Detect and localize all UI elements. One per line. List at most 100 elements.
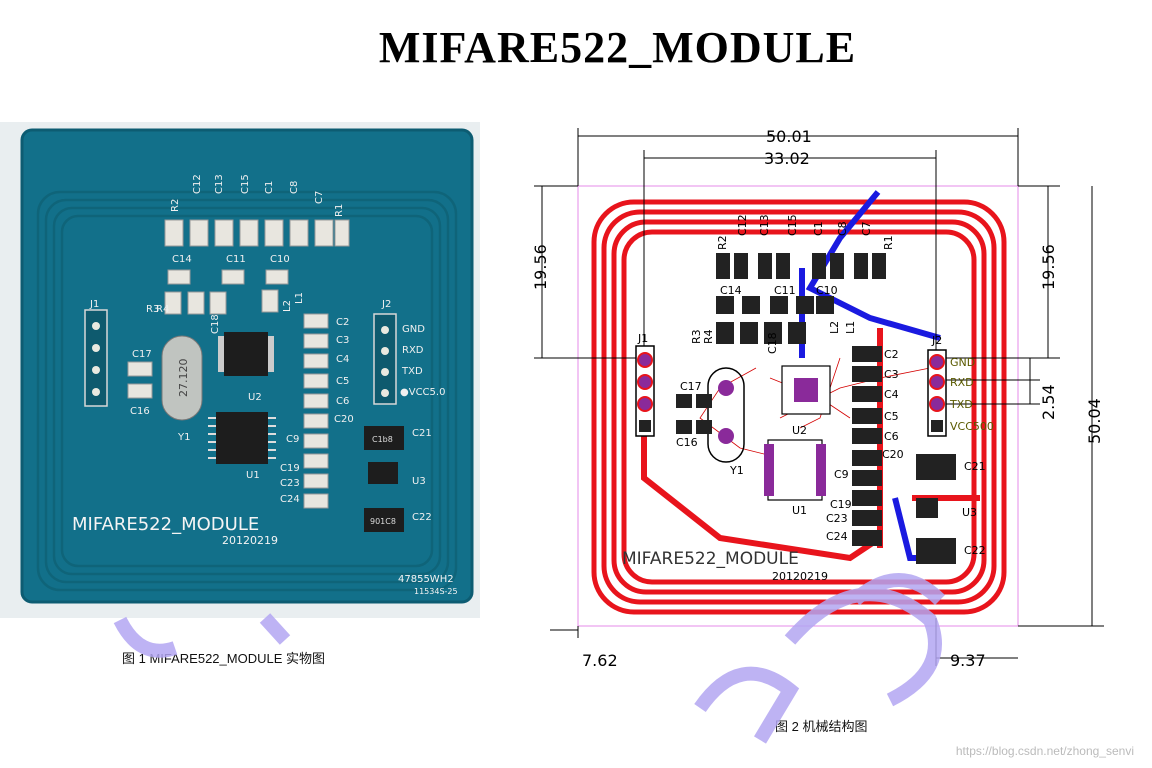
svg-text:U3: U3 bbox=[412, 476, 426, 487]
svg-text:MIFARE522_MODULE: MIFARE522_MODULE bbox=[622, 549, 799, 569]
svg-text:J1: J1 bbox=[89, 299, 99, 310]
svg-text:C18: C18 bbox=[766, 332, 779, 354]
page-title: MIFARE522_MODULE bbox=[378, 23, 857, 72]
svg-text:L2: L2 bbox=[828, 321, 841, 334]
svg-text:L1: L1 bbox=[294, 292, 305, 304]
svg-text:20120219: 20120219 bbox=[772, 570, 828, 583]
svg-text:50.01: 50.01 bbox=[766, 127, 812, 146]
svg-text:C11: C11 bbox=[226, 254, 246, 265]
svg-text:R2: R2 bbox=[170, 199, 181, 212]
url-watermark: https://blog.csdn.net/zhong_senvi bbox=[955, 744, 1134, 758]
mechanical-drawing: 50.01 33.02 19.56 19.56 2.54 50.04 7.62 … bbox=[531, 127, 1104, 670]
svg-text:C7: C7 bbox=[314, 191, 325, 204]
svg-text:C13: C13 bbox=[758, 214, 771, 236]
svg-text:C19: C19 bbox=[280, 463, 300, 474]
svg-text:C10: C10 bbox=[816, 284, 838, 297]
svg-text:C5: C5 bbox=[884, 410, 899, 423]
svg-text:R2: R2 bbox=[716, 235, 729, 250]
svg-text:C21: C21 bbox=[964, 460, 986, 473]
svg-text:47855WH2: 47855WH2 bbox=[398, 574, 454, 585]
svg-text:VCC500: VCC500 bbox=[950, 420, 994, 433]
svg-text:J2: J2 bbox=[381, 299, 391, 310]
svg-text:C10: C10 bbox=[270, 254, 290, 265]
svg-text:TXD: TXD bbox=[949, 398, 973, 411]
svg-text:R1: R1 bbox=[334, 204, 345, 217]
svg-text:C20: C20 bbox=[334, 414, 354, 425]
svg-text:C12: C12 bbox=[736, 214, 749, 236]
svg-text:GND: GND bbox=[402, 324, 425, 335]
svg-text:Y1: Y1 bbox=[729, 464, 744, 477]
svg-text:C9: C9 bbox=[834, 468, 849, 481]
svg-text:C5: C5 bbox=[336, 376, 349, 387]
svg-text:C1: C1 bbox=[264, 181, 275, 194]
svg-text:U2: U2 bbox=[792, 424, 807, 437]
svg-text:C15: C15 bbox=[240, 174, 251, 194]
photo-caption: 图 1 MIFARE522_MODULE 实物图 bbox=[122, 651, 325, 666]
svg-text:19.56: 19.56 bbox=[531, 244, 550, 290]
svg-text:GND: GND bbox=[950, 356, 975, 369]
svg-text:C22: C22 bbox=[964, 544, 986, 557]
svg-text:11534S-25: 11534S-25 bbox=[414, 587, 458, 596]
svg-text:19.56: 19.56 bbox=[1039, 244, 1058, 290]
svg-text:C3: C3 bbox=[884, 368, 899, 381]
svg-text:C20: C20 bbox=[882, 448, 904, 461]
svg-text:L2: L2 bbox=[282, 300, 293, 312]
svg-text:●VCC5.0: ●VCC5.0 bbox=[400, 387, 445, 398]
svg-text:C23: C23 bbox=[826, 512, 848, 525]
svg-text:U1: U1 bbox=[246, 470, 260, 481]
svg-text:J1: J1 bbox=[637, 332, 648, 345]
svg-text:C23: C23 bbox=[280, 478, 300, 489]
drawing-caption: 图 2 机械结构图 bbox=[775, 719, 868, 734]
svg-text:C11: C11 bbox=[774, 284, 796, 297]
svg-text:R4: R4 bbox=[702, 329, 715, 344]
svg-text:C17: C17 bbox=[680, 380, 702, 393]
svg-text:27.120: 27.120 bbox=[177, 359, 190, 398]
svg-text:C2: C2 bbox=[336, 317, 349, 328]
svg-text:R3: R3 bbox=[690, 329, 703, 344]
svg-text:C9: C9 bbox=[286, 434, 299, 445]
svg-text:C3: C3 bbox=[336, 335, 349, 346]
svg-text:C4: C4 bbox=[336, 354, 349, 365]
svg-text:C21: C21 bbox=[412, 428, 432, 439]
svg-text:RXD: RXD bbox=[402, 345, 424, 356]
svg-text:C6: C6 bbox=[336, 396, 349, 407]
svg-text:C13: C13 bbox=[214, 174, 225, 194]
svg-text:C1b8: C1b8 bbox=[372, 435, 393, 444]
svg-text:7.62: 7.62 bbox=[582, 651, 618, 670]
svg-text:C12: C12 bbox=[192, 174, 203, 194]
svg-text:R1: R1 bbox=[882, 235, 895, 250]
svg-text:2.54: 2.54 bbox=[1039, 384, 1058, 420]
svg-text:C18: C18 bbox=[210, 314, 221, 334]
svg-text:C14: C14 bbox=[720, 284, 742, 297]
svg-text:901C8: 901C8 bbox=[370, 517, 396, 526]
svg-text:R3: R3 bbox=[146, 304, 159, 315]
svg-text:U3: U3 bbox=[962, 506, 977, 519]
svg-text:C24: C24 bbox=[826, 530, 848, 543]
svg-text:C7: C7 bbox=[860, 221, 873, 236]
svg-text:33.02: 33.02 bbox=[764, 149, 810, 168]
svg-text:C2: C2 bbox=[884, 348, 899, 361]
svg-text:C24: C24 bbox=[280, 494, 300, 505]
svg-text:MIFARE522_MODULE: MIFARE522_MODULE bbox=[72, 514, 259, 535]
svg-text:9.37: 9.37 bbox=[950, 651, 986, 670]
svg-text:J2: J2 bbox=[931, 334, 942, 347]
svg-text:R4: R4 bbox=[156, 304, 169, 315]
svg-text:C22: C22 bbox=[412, 512, 432, 523]
svg-text:C8: C8 bbox=[289, 181, 300, 194]
svg-text:C4: C4 bbox=[884, 388, 899, 401]
svg-text:C16: C16 bbox=[676, 436, 698, 449]
svg-text:50.04: 50.04 bbox=[1085, 398, 1104, 444]
svg-text:C6: C6 bbox=[884, 430, 899, 443]
svg-text:C8: C8 bbox=[836, 221, 849, 236]
svg-text:Y1: Y1 bbox=[177, 432, 190, 443]
svg-text:20120219: 20120219 bbox=[222, 534, 278, 547]
svg-text:U2: U2 bbox=[248, 392, 262, 403]
svg-text:U1: U1 bbox=[792, 504, 807, 517]
svg-text:RXD: RXD bbox=[950, 376, 974, 389]
svg-text:C14: C14 bbox=[172, 254, 192, 265]
svg-text:C16: C16 bbox=[130, 406, 150, 417]
svg-text:L1: L1 bbox=[844, 321, 857, 334]
svg-text:TXD: TXD bbox=[401, 366, 423, 377]
svg-text:C19: C19 bbox=[830, 498, 852, 511]
